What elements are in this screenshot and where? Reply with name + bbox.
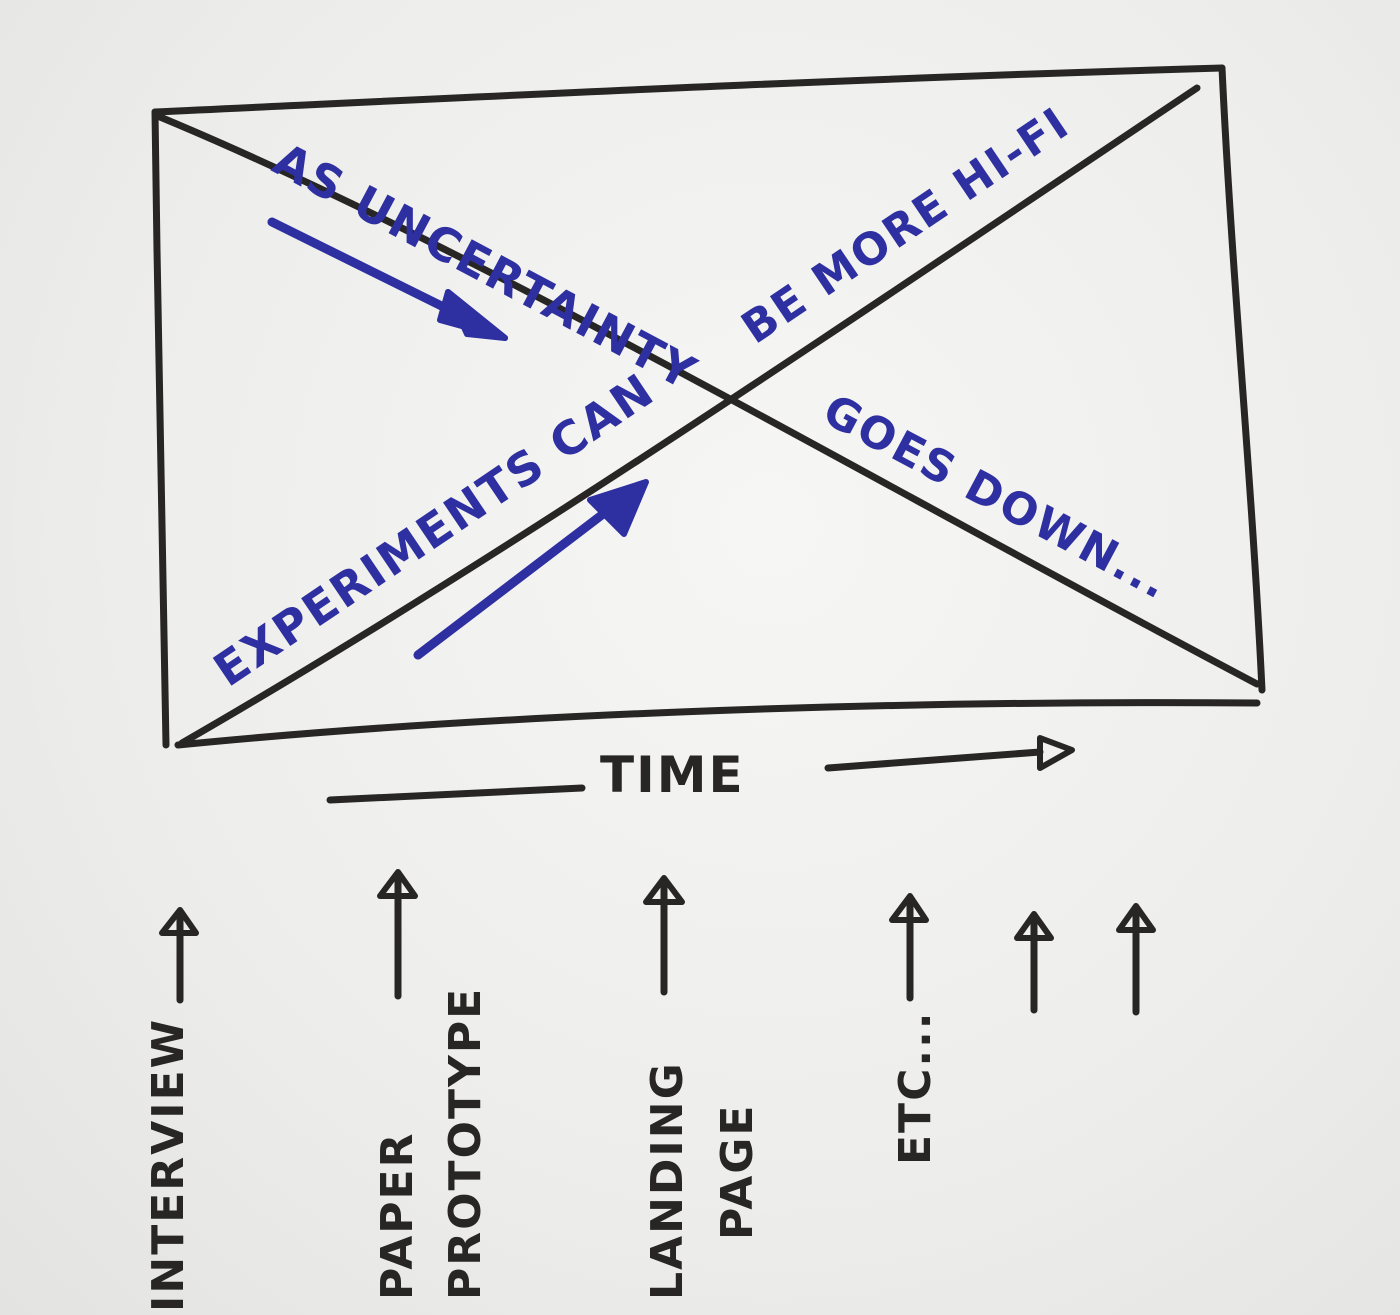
frame-top-edge <box>151 64 1226 116</box>
time-axis-line-right <box>824 748 1044 772</box>
experiment-label: ETC... <box>890 1010 941 1165</box>
fidelity-line <box>178 84 1201 747</box>
blue-arrow-down-right <box>267 217 508 341</box>
annotation-upper-text: AS UNCERTAINTY <box>265 132 706 401</box>
uncertainty-line <box>156 113 1261 688</box>
experiment-paper-prototype: PAPER PROTOTYPE <box>372 869 491 1300</box>
time-arrowhead-icon <box>1037 735 1075 771</box>
svg-text:BE MORE HI-FI: BE MORE HI-FI <box>733 98 1079 355</box>
blue-arrow-up-right <box>413 479 649 660</box>
experiment-label-line2: PAGE <box>712 1104 763 1240</box>
frame <box>151 64 1266 749</box>
time-axis: TIME <box>326 735 1075 804</box>
svg-text:AS UNCERTAINTY: AS UNCERTAINTY <box>265 132 706 401</box>
frame-right-edge <box>1218 64 1266 694</box>
experiment-interview: INTERVIEW <box>143 907 199 1312</box>
svg-text:GOES DOWN...: GOES DOWN... <box>815 385 1178 610</box>
time-axis-line-left <box>326 784 586 804</box>
frame-left-edge <box>151 108 170 749</box>
frame-bottom-edge <box>174 699 1261 749</box>
annotation-upper-right-text: BE MORE HI-FI <box>733 98 1079 355</box>
experiment-label-line2: PROTOTYPE <box>440 987 491 1300</box>
experiment-label-line1: LANDING <box>642 1061 693 1300</box>
experiment-unlabeled-1 <box>1014 911 1054 1014</box>
experiment-label: INTERVIEW <box>143 1018 194 1312</box>
annotation-lower-right-text: GOES DOWN... <box>815 385 1178 610</box>
experiment-etc: ETC... <box>889 893 941 1165</box>
experiment-unlabeled-2 <box>1116 903 1156 1016</box>
experiment-landing-page: LANDING PAGE <box>642 875 763 1300</box>
experiment-label-line1: PAPER <box>372 1132 423 1300</box>
time-label: TIME <box>600 746 745 804</box>
